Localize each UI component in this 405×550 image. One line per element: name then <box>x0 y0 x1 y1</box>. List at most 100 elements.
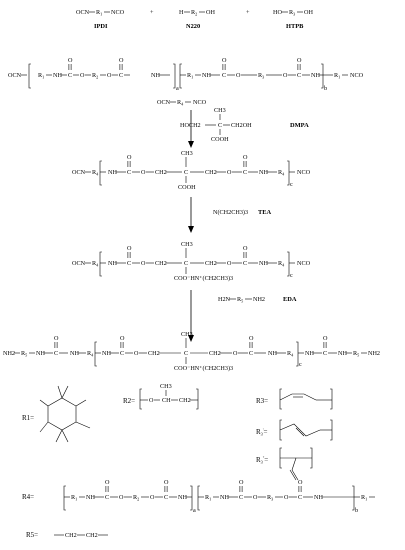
svg-text:O: O <box>120 335 125 342</box>
svg-text:R5=: R5= <box>26 531 38 539</box>
svg-text:COO⁻HN⁺(CH2CH3)3: COO⁻HN⁺(CH2CH3)3 <box>174 275 233 282</box>
svg-text:a: a <box>176 85 179 92</box>
svg-text:C: C <box>119 72 123 79</box>
svg-text:R3: R3 <box>289 9 295 17</box>
svg-text:O: O <box>68 57 73 64</box>
svg-text:O: O <box>141 260 146 267</box>
svg-text:R2: R2 <box>133 494 139 502</box>
svg-text:R1: R1 <box>205 494 211 502</box>
svg-text:NH2: NH2 <box>3 350 15 357</box>
reactant-ipdi: OCN R1 NCO IPDI <box>76 9 125 30</box>
svg-text:H: H <box>179 9 184 16</box>
svg-text:OCN: OCN <box>72 169 86 176</box>
svg-text:COOH: COOH <box>178 184 196 191</box>
legend-r1: R1= <box>22 385 91 443</box>
svg-text:C: C <box>184 350 188 357</box>
svg-text:R4: R4 <box>87 350 94 358</box>
svg-text:O: O <box>227 169 232 176</box>
svg-text:CH3: CH3 <box>181 241 193 248</box>
reactant-htpb: HO R3 OH HTPB <box>273 9 313 30</box>
n220-label: N220 <box>186 23 200 30</box>
svg-text:CH2OH: CH2OH <box>231 122 252 129</box>
svg-text:NH: NH <box>220 494 229 501</box>
svg-text:NH: NH <box>151 72 160 79</box>
svg-text:CH3: CH3 <box>214 107 226 114</box>
svg-text:b: b <box>324 85 327 92</box>
svg-text:R4: R4 <box>278 260 285 268</box>
prepolymer-structure: OCN R1 NH C O O R2 O C O NH a R1 NH C O … <box>8 57 364 92</box>
svg-text:O: O <box>150 494 155 501</box>
svg-text:NCO: NCO <box>297 169 311 176</box>
svg-text:COO⁻HN⁺(CH2CH3)3: COO⁻HN⁺(CH2CH3)3 <box>174 365 233 372</box>
svg-text:C: C <box>243 260 247 267</box>
svg-text:R4: R4 <box>278 169 285 177</box>
svg-text:NH2: NH2 <box>253 296 265 303</box>
svg-text:O: O <box>127 154 132 161</box>
svg-text:R3'=: R3'= <box>256 428 268 437</box>
svg-text:c: c <box>290 272 293 279</box>
svg-text:OH: OH <box>206 9 215 16</box>
svg-text:O: O <box>80 72 85 79</box>
svg-text:CH2: CH2 <box>155 169 167 176</box>
plus-sign-2: + <box>246 9 250 16</box>
plus-sign-1: + <box>150 9 154 16</box>
svg-text:c: c <box>299 361 302 368</box>
svg-text:CH2: CH2 <box>155 260 167 267</box>
svg-text:O: O <box>227 260 232 267</box>
svg-text:NCO: NCO <box>111 9 125 16</box>
svg-text:O: O <box>119 57 124 64</box>
svg-text:b: b <box>355 507 358 514</box>
svg-text:R1: R1 <box>71 494 77 502</box>
svg-text:C: C <box>184 169 188 176</box>
svg-text:R2=: R2= <box>123 397 135 405</box>
svg-text:CH2: CH2 <box>205 260 217 267</box>
svg-text:C: C <box>323 350 327 357</box>
svg-text:C: C <box>120 350 124 357</box>
legend-r3: R3= <box>256 388 333 410</box>
svg-text:NCO: NCO <box>297 260 311 267</box>
htpb-label: HTPB <box>286 23 304 30</box>
final-product: NH2 R5 NH C O NH R4 NH C O O CH2 CH3 C C… <box>3 331 380 372</box>
svg-text:O: O <box>298 479 303 486</box>
svg-text:OH: OH <box>304 9 313 16</box>
svg-text:C: C <box>164 494 168 501</box>
svg-text:O: O <box>297 57 302 64</box>
svg-text:R5: R5 <box>353 350 359 358</box>
svg-text:c: c <box>290 181 293 188</box>
svg-text:NH: NH <box>53 72 62 79</box>
svg-text:R4: R4 <box>177 99 184 107</box>
svg-text:R2: R2 <box>191 9 197 17</box>
svg-text:CH2: CH2 <box>65 532 77 539</box>
svg-text:OCN: OCN <box>72 260 86 267</box>
svg-text:O: O <box>54 335 59 342</box>
svg-text:O: O <box>239 479 244 486</box>
svg-text:NH: NH <box>311 72 320 79</box>
svg-text:HOCH2: HOCH2 <box>180 122 201 129</box>
svg-text:R3: R3 <box>258 72 264 80</box>
svg-text:CH2: CH2 <box>86 532 98 539</box>
svg-text:O: O <box>105 479 110 486</box>
svg-text:O: O <box>243 245 248 252</box>
svg-text:C: C <box>54 350 58 357</box>
svg-text:NH: NH <box>305 350 314 357</box>
svg-text:C: C <box>218 122 222 129</box>
svg-text:N(CH2CH3)3: N(CH2CH3)3 <box>213 209 248 216</box>
svg-text:NH: NH <box>259 169 268 176</box>
svg-text:R3''=: R3''= <box>256 456 268 465</box>
svg-text:NCO: NCO <box>350 72 364 79</box>
svg-text:NH: NH <box>36 350 45 357</box>
arrow-step3 <box>188 290 194 342</box>
svg-text:CH3: CH3 <box>160 383 172 390</box>
svg-text:R1: R1 <box>334 72 340 80</box>
step1-product: OCN R4 NH C O O CH2 CH3 C COOH CH2 O C O… <box>72 150 311 191</box>
svg-text:C: C <box>249 350 253 357</box>
svg-text:C: C <box>222 72 226 79</box>
step3-reagent: H2N R5 NH2 EDA <box>218 296 297 304</box>
svg-text:NH: NH <box>268 350 277 357</box>
step1-reagents: OCN R4 NCO CH3 HOCH2 C CH2OH COOH DMPA <box>157 99 309 143</box>
svg-text:CH3: CH3 <box>181 331 193 338</box>
svg-text:CH2: CH2 <box>148 350 160 357</box>
legend-r5: R5= CH2 CH2 <box>26 531 108 539</box>
svg-text:NH: NH <box>70 350 79 357</box>
svg-text:NH2: NH2 <box>368 350 380 357</box>
